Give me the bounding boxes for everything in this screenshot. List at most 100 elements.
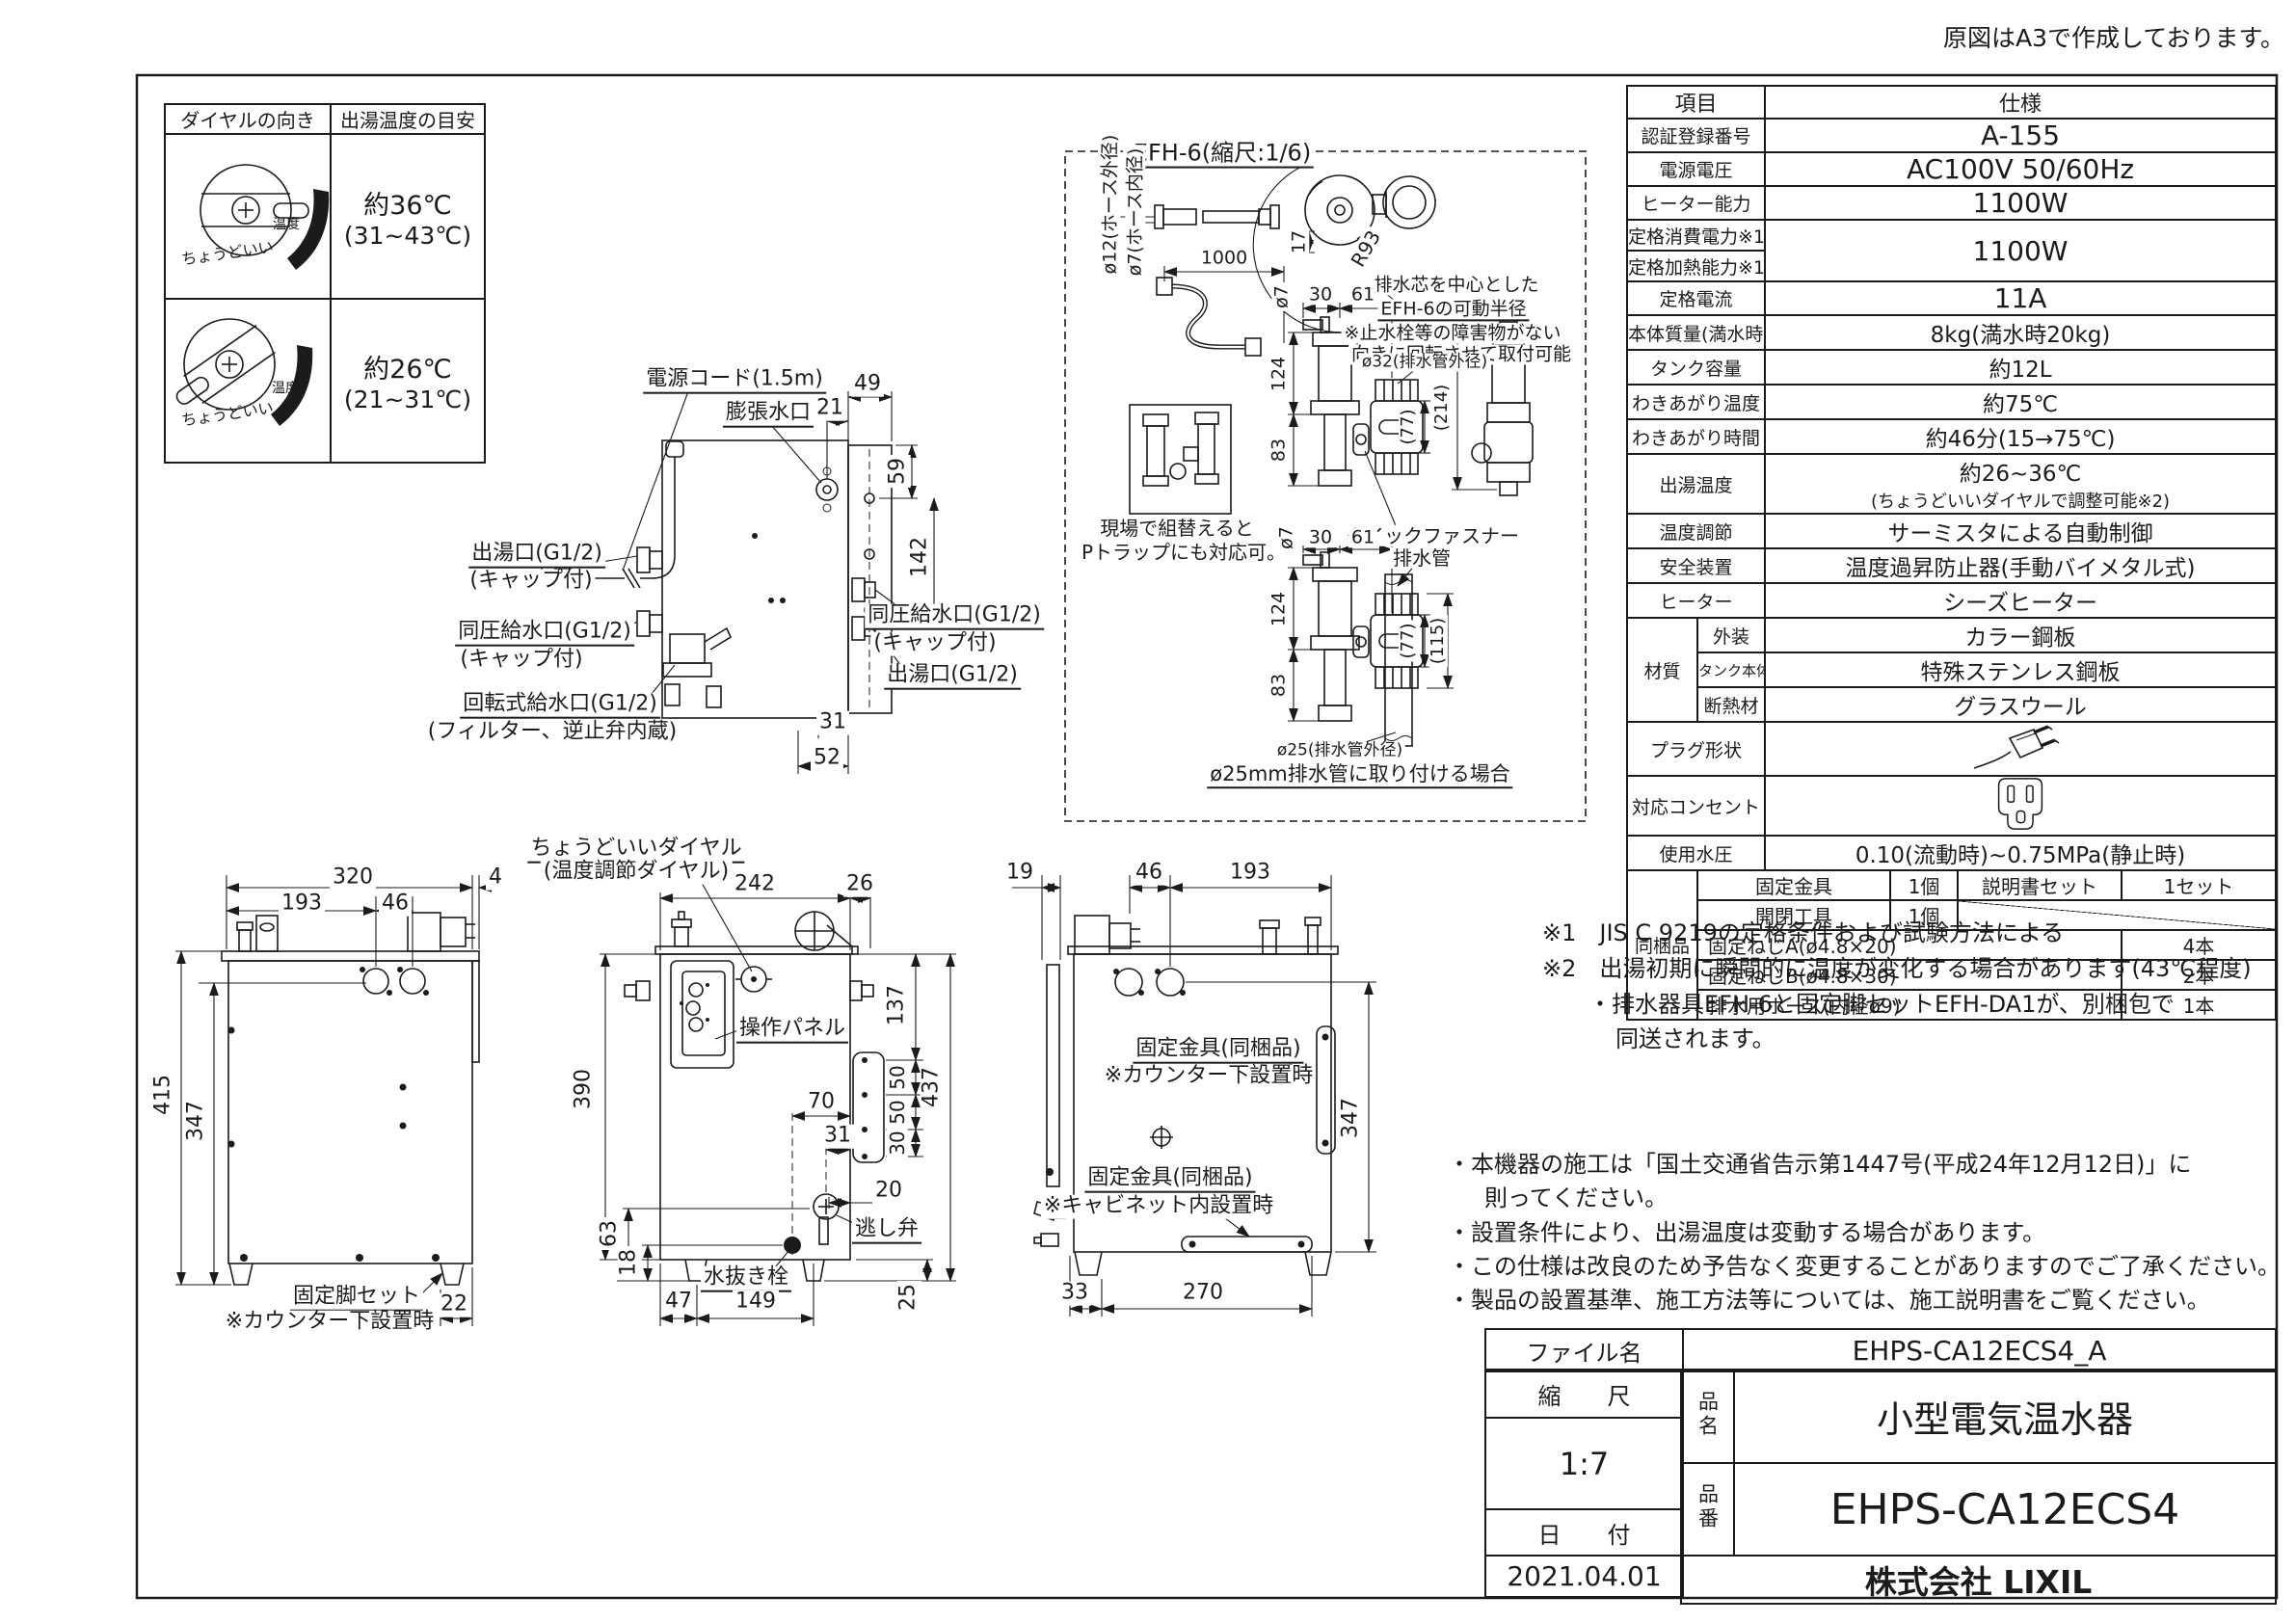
annotation: ø25mm排水管に取り付ける場合 xyxy=(1207,763,1513,788)
annotation: ※止水栓等の障害物がない xyxy=(1341,323,1564,344)
dial-temp-cell: 約26℃ (21~31℃) xyxy=(330,298,486,464)
scale-label: 縮 尺 xyxy=(1484,1369,1684,1419)
spec-row: 温度調節 サーミスタによる自動制御 xyxy=(1625,513,2278,549)
spec-outlet-cell xyxy=(1764,775,2278,837)
annotation: 124 xyxy=(1268,353,1290,395)
annotation: 4 xyxy=(486,865,505,891)
date-value: 2021.04.01 xyxy=(1484,1555,1684,1598)
annotation: 出湯口(G1/2) xyxy=(884,663,1021,690)
annotation: (温度調節ダイヤル) xyxy=(540,860,733,885)
dial-drawing-cell xyxy=(164,298,332,464)
annotation: 61 xyxy=(1348,284,1378,306)
spec-label: 外装 xyxy=(1695,617,1767,653)
spec-label: 定格消費電力※1 xyxy=(1625,219,1767,252)
annotation: R93 xyxy=(1345,224,1387,274)
dial-temp-value: 約36℃ xyxy=(363,190,452,221)
annotation: 1000 xyxy=(1197,248,1251,269)
annotation: 83 xyxy=(1268,435,1290,466)
spec-label: わきあがり時間 xyxy=(1625,418,1767,455)
product-number-label: 品番 xyxy=(1695,1483,1720,1531)
spec-plug-row: プラグ形状 xyxy=(1625,721,2278,777)
remark-3: ・設置条件により、出湯温度は変動する場合があります。 xyxy=(1448,1219,2046,1246)
dial-drawing-cell xyxy=(164,133,332,300)
dial-row-26: 約26℃ (21~31℃) xyxy=(164,298,486,464)
annotation: (フィルター、逆止弁内蔵) xyxy=(424,720,681,745)
file-name-label: ファイル名 xyxy=(1484,1328,1684,1372)
spec-col-spec: 仕様 xyxy=(1764,85,2278,120)
dial-temp-value: 約26℃ xyxy=(363,355,452,385)
file-name-table: ファイル名 EHPS-CA12ECS4_A xyxy=(1484,1328,2277,1372)
annotation: 電源コード(1.5m) xyxy=(643,367,826,394)
annotation: ø7 xyxy=(1270,282,1293,311)
product-number-value: EHPS-CA12ECS4 xyxy=(1733,1462,2277,1556)
annotation: 20 xyxy=(872,1179,905,1204)
plug-icon xyxy=(1973,725,2060,769)
spec-label: 本体質量(満水時) xyxy=(1625,314,1767,351)
annotation: 水抜き栓 xyxy=(700,1265,792,1292)
file-name-row: ファイル名 EHPS-CA12ECS4_A xyxy=(1484,1328,2277,1372)
spec-value: 1100W xyxy=(1764,185,2278,221)
spec-included-row: 同梱品 固定金具 1個 説明書セット 1セット xyxy=(1626,869,2278,1021)
annotation: ちょうどいいダイヤル xyxy=(527,837,745,864)
annotation: 149 xyxy=(733,1290,779,1315)
sheet-note: 原図はA3で作成しております。 xyxy=(1942,24,2284,52)
dial-temp-range: (31~43℃) xyxy=(343,221,472,250)
included-item: 説明書セット xyxy=(1957,869,2123,901)
annotation: 437 xyxy=(920,1064,945,1110)
annotation: 46 xyxy=(379,891,412,917)
spec-label: ヒーター能力 xyxy=(1625,185,1767,221)
annotation: Pトラップにも対応可。 xyxy=(1078,541,1290,563)
dial-table: ダイヤルの向き 出湯温度の目安 約36℃ (31~43℃) 約26℃ (21~3… xyxy=(164,103,486,464)
spec-value: 約12L xyxy=(1764,349,2278,386)
annotation: 59 xyxy=(886,455,911,488)
annotation: 30 xyxy=(886,1128,909,1158)
spec-table: 項目 仕様 認証登録番号 A-155 電源電圧 AC100V 50/60Hz ヒ… xyxy=(1625,85,2278,1021)
spec-value: 特殊ステンレス鋼板 xyxy=(1764,652,2278,688)
spec-label: 対応コンセント xyxy=(1625,775,1767,837)
annotation: 固定脚セット xyxy=(289,1285,424,1312)
annotation: 83 xyxy=(1268,670,1290,701)
spec-label: ヒーター xyxy=(1625,582,1767,619)
annotation: 347 xyxy=(184,1098,209,1144)
product-name-value: 小型電気温水器 xyxy=(1733,1369,2277,1464)
annotation: EFH-6(縮尺:1/6) xyxy=(1130,140,1315,169)
annotation: 31 xyxy=(816,710,849,735)
front-view-left xyxy=(175,875,503,1326)
spec-row: わきあがり温度 約75℃ xyxy=(1625,384,2278,420)
note-2: ※2 出湯初期に瞬間的に温度が変化する場合があります(43℃程度) xyxy=(1542,955,2252,982)
annotation: ※カウンター下設置時 xyxy=(1101,1064,1317,1089)
annotation: 347 xyxy=(1339,1095,1364,1141)
spec-label: プラグ形状 xyxy=(1625,721,1767,777)
spec-row: 電源電圧 AC100V 50/60Hz xyxy=(1625,151,2278,187)
annotation: 17 xyxy=(1288,226,1310,257)
annotation: 49 xyxy=(851,372,884,397)
spec-row: 定格電流 11A xyxy=(1625,280,2278,316)
efh6-box xyxy=(1064,150,1587,822)
product-table: 品名 小型電気温水器 品番 EHPS-CA12ECS4 株式会社 LIXIL xyxy=(1680,1369,2277,1605)
spec-label: わきあがり温度 xyxy=(1625,384,1767,420)
dial-table-header-row: ダイヤルの向き 出湯温度の目安 xyxy=(164,103,486,135)
annotation: 30 xyxy=(1305,527,1336,548)
product-number-row: 品番 EHPS-CA12ECS4 xyxy=(1680,1462,2277,1556)
annotation: 50 xyxy=(886,1062,909,1093)
annotation: 逃し弁 xyxy=(851,1217,922,1244)
annotation: 25 xyxy=(896,1281,921,1314)
spec-label: 断熱材 xyxy=(1695,686,1767,723)
spec-value: AC100V 50/60Hz xyxy=(1764,151,2278,187)
annotation: 26 xyxy=(843,872,876,897)
file-name-value: EHPS-CA12ECS4_A xyxy=(1682,1328,2277,1372)
spec-value: 約46分(15→75℃) xyxy=(1764,418,2278,455)
spec-row: 本体質量(満水時) 8kg(満水時20kg) xyxy=(1625,314,2278,351)
spec-row: ヒーター シーズヒーター xyxy=(1625,582,2278,619)
annotation: 52 xyxy=(811,746,843,771)
annotation: 排水芯を中心とした xyxy=(1371,275,1542,296)
spec-pressure-row: 使用水圧 0.10(流動時)~0.75MPa(静止時) xyxy=(1625,835,2278,871)
product-name-row: 品名 小型電気温水器 xyxy=(1680,1369,2277,1464)
annotation: (キャップ付) xyxy=(870,631,1000,656)
annotation: 63 xyxy=(598,1217,623,1250)
annotation: 320 xyxy=(330,865,376,891)
note-3: ・排水器具EFH-6と固定脚セットEFH-DA1が、別梱包で xyxy=(1589,991,2175,1018)
annotation: 124 xyxy=(1268,588,1290,630)
annotation: 46 xyxy=(1133,861,1165,886)
